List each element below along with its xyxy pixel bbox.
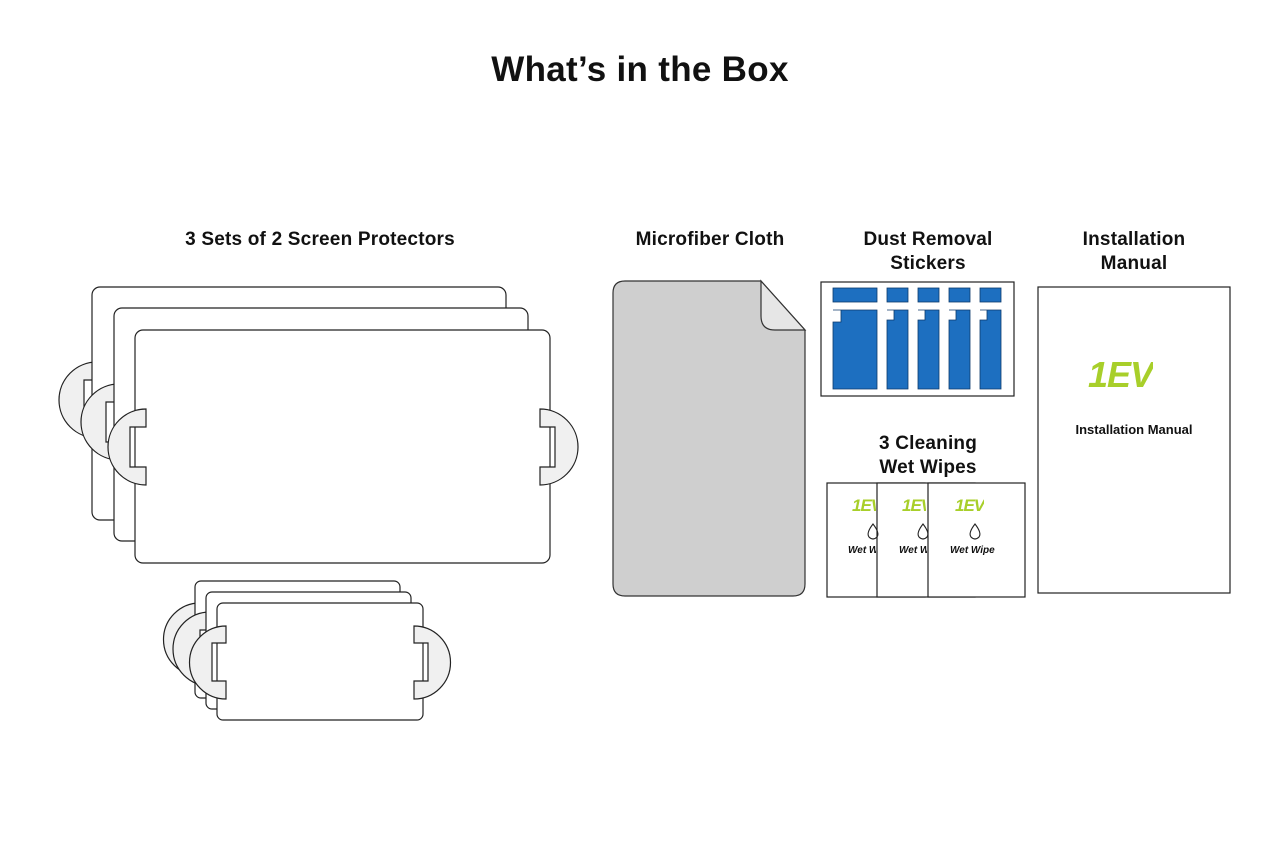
manual-logo: 1EV (1088, 354, 1154, 395)
screen-protector-large-front (107, 329, 579, 564)
installation-manual (1037, 286, 1231, 594)
screen-protector-small-front (188, 602, 452, 721)
protectors-label: 3 Sets of 2 Screen Protectors (185, 229, 455, 250)
microfiber-cloth (612, 279, 807, 597)
cloth-label: Microfiber Cloth (635, 229, 785, 250)
page-title: What’s in the Box (491, 50, 789, 89)
wipe-logo: 1EV (902, 496, 926, 515)
wipe-logo: 1EV (852, 496, 876, 515)
dust-removal-stickers (820, 281, 1015, 397)
droplet-icon (969, 523, 981, 540)
wipes-label: 3 Cleaning Wet Wipes (878, 433, 978, 478)
wet-wipe-3 (927, 482, 1026, 598)
stickers-label: Dust Removal Stickers (863, 229, 993, 274)
wipe-text: Wet W (848, 545, 876, 556)
wipe-text: Wet W (899, 545, 927, 556)
manual-cover-text: Installation Manual (1075, 422, 1193, 437)
droplet-icon (867, 523, 879, 540)
wipe-text: Wet Wipe (950, 545, 995, 556)
droplet-icon (917, 523, 929, 540)
wipe-logo: 1EV (955, 496, 985, 515)
manual-label: Installation Manual (1082, 229, 1186, 274)
